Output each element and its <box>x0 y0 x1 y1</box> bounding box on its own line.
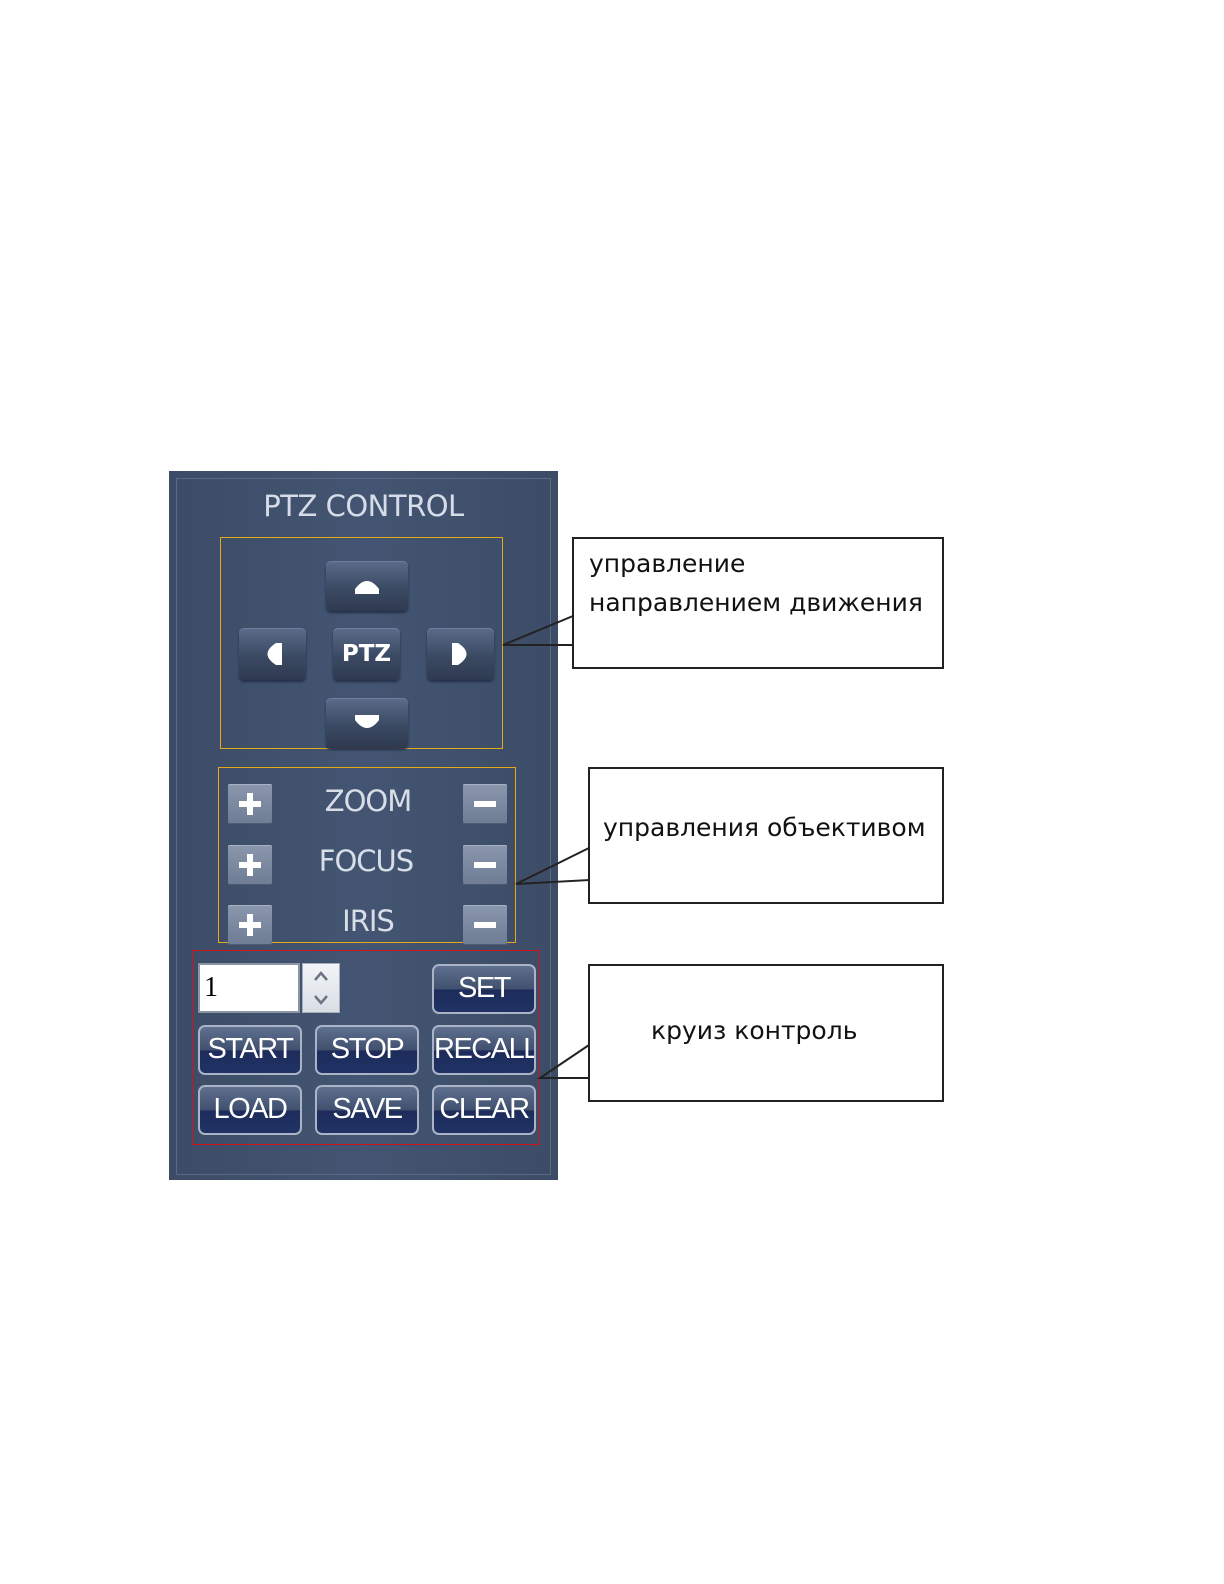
lens-callout: управления объективом <box>588 767 944 904</box>
ptz-center-button[interactable]: PTZ <box>333 628 400 680</box>
chevron-up-icon[interactable] <box>313 970 329 982</box>
panel-frame <box>176 478 551 1175</box>
iris-close-button[interactable] <box>463 905 507 945</box>
pan-up-button[interactable] <box>326 561 408 611</box>
focus-far-button[interactable] <box>463 845 507 885</box>
lens-group-highlight <box>218 767 516 943</box>
direction-group-highlight <box>220 537 503 749</box>
lens-callout-text: управления объективом <box>603 813 926 842</box>
clear-button[interactable]: CLEAR <box>432 1085 536 1135</box>
iris-open-button[interactable] <box>228 905 272 945</box>
recall-button[interactable]: RECALL <box>432 1025 536 1075</box>
ptz-center-label: PTZ <box>341 641 392 667</box>
chevron-down-icon[interactable] <box>313 994 329 1006</box>
load-button[interactable]: LOAD <box>198 1085 302 1135</box>
preset-spinner[interactable] <box>302 963 340 1013</box>
pan-left-button[interactable] <box>239 628 306 680</box>
plus-icon <box>239 793 261 815</box>
minus-icon <box>474 801 496 807</box>
pan-down-button[interactable] <box>326 698 408 748</box>
zoom-label: ZOOM <box>324 784 413 818</box>
arrow-left-icon <box>267 643 282 665</box>
direction-callout: управление направлением движения <box>572 537 944 669</box>
cruise-callout-text: круиз контроль <box>651 1016 858 1045</box>
plus-icon <box>239 914 261 936</box>
stop-button[interactable]: STOP <box>315 1025 419 1075</box>
zoom-in-button[interactable] <box>228 784 272 824</box>
minus-icon <box>474 862 496 868</box>
save-button[interactable]: SAVE <box>315 1085 419 1135</box>
iris-label: IRIS <box>342 904 395 938</box>
minus-icon <box>474 922 496 928</box>
cruise-callout-leader <box>536 1044 590 1101</box>
start-button[interactable]: START <box>198 1025 302 1075</box>
plus-icon <box>239 854 261 876</box>
set-button[interactable]: SET <box>432 964 536 1014</box>
arrow-down-icon <box>355 715 379 728</box>
pan-right-button[interactable] <box>427 628 494 680</box>
direction-callout-line2: направлением движения <box>589 588 923 617</box>
focus-near-button[interactable] <box>228 845 272 885</box>
arrow-up-icon <box>355 581 379 594</box>
preset-number-input[interactable]: 1 <box>198 963 300 1013</box>
direction-callout-line1: управление <box>589 549 746 578</box>
panel-title: PTZ CONTROL <box>263 489 464 523</box>
cruise-group-highlight <box>192 950 540 1145</box>
arrow-right-icon <box>451 643 466 665</box>
zoom-out-button[interactable] <box>463 784 507 824</box>
cruise-callout: круиз контроль <box>588 964 944 1102</box>
focus-label: FOCUS <box>318 844 414 878</box>
direction-callout-leader <box>502 615 574 668</box>
lens-callout-leader <box>515 847 590 903</box>
